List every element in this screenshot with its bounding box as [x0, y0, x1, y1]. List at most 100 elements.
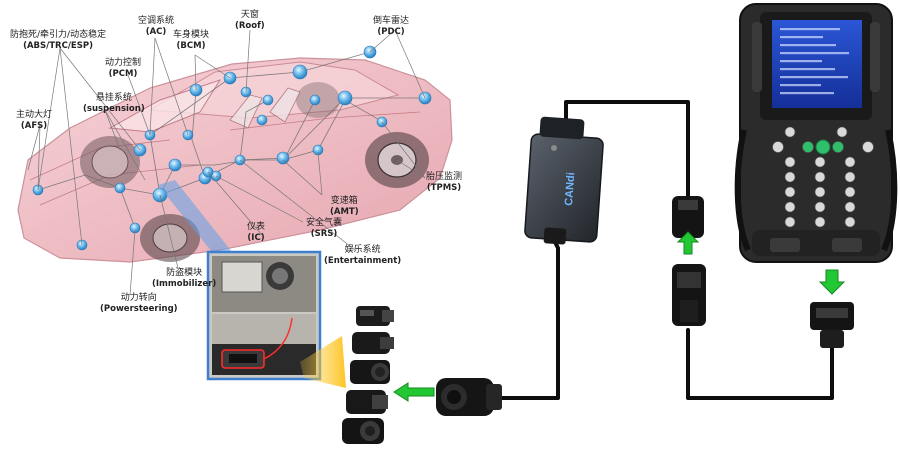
- keypad-button: [814, 201, 826, 213]
- green-arrow-icon: [676, 231, 700, 255]
- label-roof: 天窗 (Roof): [235, 10, 265, 32]
- keypad-button: [844, 201, 856, 213]
- car-illustration: [17, 51, 453, 263]
- keypad-button: [814, 171, 826, 183]
- label-leader-lines: [27, 29, 426, 296]
- adapter-plug-icon: [350, 360, 390, 384]
- label-pcm-cn: 动力控制: [105, 58, 142, 68]
- screen-text-line: [780, 44, 836, 47]
- ecu-node: [256, 114, 268, 126]
- label-abs-en: (ABS/TRC/ESP): [23, 41, 93, 51]
- label-srs: 安全气囊 (SRS): [306, 218, 342, 240]
- screen-text-line: [780, 60, 822, 63]
- db25-connector-icon: [810, 302, 854, 348]
- label-bcm-cn: 车身模块: [173, 30, 210, 40]
- keypad-button: [784, 126, 796, 138]
- keypad-button: [784, 186, 796, 198]
- label-abs-cn: 防抱死/牵引力/动态稳定: [10, 30, 107, 40]
- label-ic: 仪表 (IC): [247, 222, 265, 244]
- label-powersteering-en: (Powersteering): [100, 304, 178, 314]
- label-afs-cn: 主动大灯: [16, 110, 53, 120]
- label-bcm: 车身模块 (BCM): [173, 30, 209, 52]
- keypad-button: [784, 201, 796, 213]
- keypad-button: [844, 186, 856, 198]
- adapter-plug-icon: [342, 418, 384, 444]
- dashboard-inset: [158, 180, 322, 381]
- label-pcm: 动力控制 (PCM): [105, 58, 141, 80]
- label-ac-en: (AC): [145, 27, 167, 37]
- label-amt: 变速箱 (AMT): [330, 196, 359, 218]
- scanner-keypad: [772, 126, 874, 228]
- screen-text-line: [780, 84, 821, 87]
- label-immobilizer-en: (Immobilizer): [152, 279, 217, 289]
- label-afs-en: (AFS): [20, 121, 48, 131]
- keypad-button: [814, 156, 826, 168]
- green-arrow-icon: [818, 269, 846, 295]
- label-abs-trc-esp: 防抱死/牵引力/动态稳定 (ABS/TRC/ESP): [10, 30, 106, 52]
- label-entertainment-en: (Entertainment): [324, 256, 402, 266]
- keypad-button: [772, 141, 784, 153]
- label-entertainment-cn: 娱乐系统: [344, 245, 381, 255]
- interface-cable: [564, 100, 690, 212]
- label-afs: 主动大灯 (AFS): [16, 110, 52, 132]
- ecu-node: [337, 90, 353, 106]
- label-srs-cn: 安全气囊: [306, 218, 343, 228]
- label-pdc: 倒车雷达 (PDC): [373, 16, 409, 38]
- scanner-cable: [686, 328, 834, 400]
- adapter-plug-icon: [346, 390, 388, 414]
- adapter-cable: [496, 234, 560, 400]
- label-tpms-cn: 胎压监测: [426, 172, 463, 182]
- handheld-scanner-icon: [734, 3, 898, 263]
- label-amt-en: (AMT): [330, 207, 359, 217]
- label-pcm-en: (PCM): [108, 69, 138, 79]
- screen-text-line: [780, 28, 840, 31]
- label-tpms-en: (TPMS): [426, 183, 462, 193]
- screen-text-line: [780, 76, 848, 79]
- label-roof-en: (Roof): [235, 21, 265, 31]
- keypad-button: [814, 216, 826, 228]
- keypad-button: [836, 126, 848, 138]
- keypad-button: [862, 141, 874, 153]
- front-wheel: [80, 136, 140, 188]
- ecu-node: [309, 94, 321, 106]
- front-wheel-lower: [140, 214, 200, 262]
- connection-highlight-beam: [300, 336, 346, 388]
- dlc-connector-icon: [436, 378, 502, 416]
- label-ac: 空调系统 (AC): [138, 16, 174, 38]
- rj45-connector-icon: [672, 196, 704, 238]
- label-immobilizer: 防盗模块 (Immobilizer): [152, 268, 216, 290]
- label-immobilizer-cn: 防盗模块: [166, 268, 203, 278]
- candi-interface-icon: CANdi: [524, 116, 604, 245]
- label-amt-cn: 变速箱: [330, 196, 358, 206]
- green-arrow-icon: [393, 382, 435, 402]
- keypad-button: [802, 141, 814, 153]
- keypad-button: [784, 216, 796, 228]
- label-suspension: 悬挂系统 (suspension): [83, 93, 145, 115]
- keypad-button: [784, 171, 796, 183]
- screen-text-line: [780, 36, 823, 39]
- dlc-connector-icon: [672, 264, 706, 326]
- label-tpms: 胎压监测 (TPMS): [426, 172, 462, 194]
- ecu-node: [168, 158, 182, 172]
- screen-text-line: [780, 92, 834, 95]
- adapter-plug-icon: [356, 306, 394, 326]
- keypad-button: [844, 216, 856, 228]
- label-pdc-en: (PDC): [377, 27, 405, 37]
- label-srs-en: (SRS): [310, 229, 338, 239]
- label-ic-cn: 仪表: [247, 222, 266, 232]
- label-powersteering: 动力转向 (Powersteering): [100, 293, 178, 315]
- inset-callout-beam: [158, 180, 232, 252]
- keypad-button: [784, 156, 796, 168]
- label-roof-cn: 天窗: [240, 10, 259, 20]
- scanner-screen-text: [780, 28, 849, 95]
- label-suspension-cn: 悬挂系统: [95, 93, 132, 103]
- label-ic-en: (IC): [247, 233, 265, 243]
- car-seats: [229, 87, 301, 129]
- screen-text-line: [780, 68, 835, 71]
- label-ac-cn: 空调系统: [138, 16, 175, 26]
- label-pdc-cn: 倒车雷达: [373, 16, 410, 26]
- keypad-button: [832, 141, 844, 153]
- keypad-button: [814, 186, 826, 198]
